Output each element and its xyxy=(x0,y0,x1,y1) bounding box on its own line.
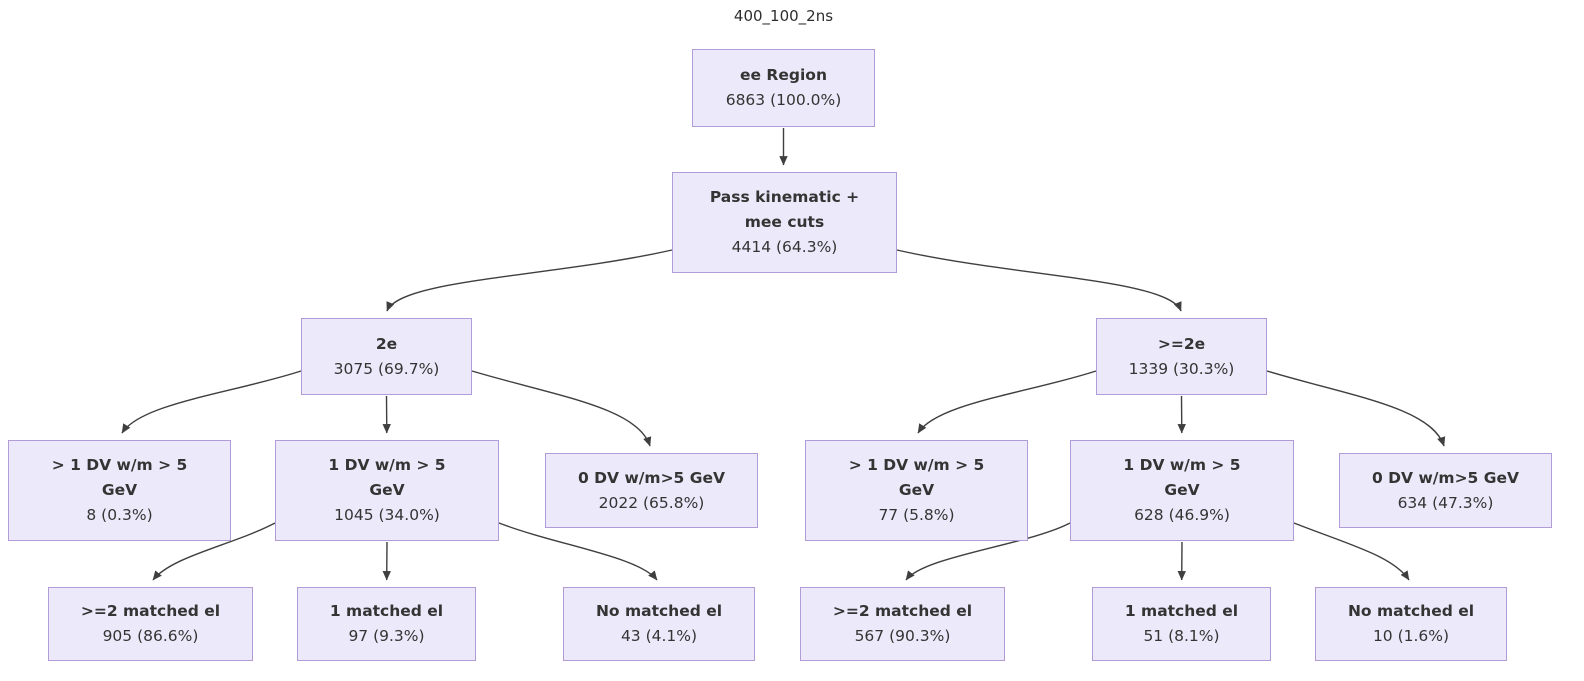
edge-l1dv-ge2el xyxy=(152,522,276,581)
edge-2e-0dv xyxy=(471,370,652,447)
edge-2e-gt1dv xyxy=(121,370,302,434)
node-label: >=2e xyxy=(1157,334,1206,353)
node-count: 77 (5.8%) xyxy=(878,506,955,524)
node-label: 1 matched el xyxy=(329,602,444,620)
node-label: No matched el xyxy=(1347,602,1475,620)
node-count: 43 (4.1%) xyxy=(620,627,698,645)
node-left-no-matched: No matched el 43 (4.1%) xyxy=(563,587,755,661)
node-label: 0 DV w/m>5 GeV xyxy=(1372,468,1519,487)
node-left-0dv: 0 DV w/m>5 GeV 2022 (65.8%) xyxy=(545,453,758,528)
node-left-1-matched: 1 matched el 97 (9.3%) xyxy=(297,587,476,661)
node-label: 2e xyxy=(375,334,398,353)
node-count: 3075 (69.7%) xyxy=(333,359,440,378)
edge-ge2e-0dv xyxy=(1266,370,1446,447)
node-right-0dv: 0 DV w/m>5 GeV 634 (47.3%) xyxy=(1339,453,1552,528)
node-label: No matched el xyxy=(595,602,723,620)
node-label: 1 matched el xyxy=(1124,602,1239,620)
node-label: 0 DV w/m>5 GeV xyxy=(578,468,725,487)
node-label: >=2 matched el xyxy=(832,602,973,620)
node-count: 51 (8.1%) xyxy=(1143,627,1220,645)
node-count: 97 (9.3%) xyxy=(348,627,425,645)
node-count: 567 (90.3%) xyxy=(854,627,951,645)
node-2e: 2e 3075 (69.7%) xyxy=(301,318,472,395)
node-label: >=2 matched el xyxy=(80,602,221,620)
node-count: 4414 (64.3%) xyxy=(731,238,838,256)
node-count: 2022 (65.8%) xyxy=(598,493,705,512)
edge-pass-ge2e xyxy=(896,249,1182,312)
node-count: 634 (47.3%) xyxy=(1397,493,1494,512)
node-right-ge2-matched: >=2 matched el 567 (90.3%) xyxy=(800,587,1005,661)
node-label: Pass kinematic +mee cuts xyxy=(709,188,860,231)
edge-pass-2e xyxy=(386,249,673,312)
node-count: 8 (0.3%) xyxy=(86,506,153,524)
node-label: ee Region xyxy=(740,66,827,84)
node-count: 10 (1.6%) xyxy=(1372,627,1450,645)
diagram-title: 400_100_2ns xyxy=(733,7,834,25)
node-left-ge2-matched: >=2 matched el 905 (86.6%) xyxy=(48,587,253,661)
node-ee-region: ee Region 6863 (100.0%) xyxy=(692,49,875,127)
edge-r1dv-ge2el xyxy=(905,522,1071,581)
node-right-no-matched: No matched el 10 (1.6%) xyxy=(1315,587,1507,661)
node-count: 1339 (30.3%) xyxy=(1128,359,1235,378)
node-count: 628 (46.9%) xyxy=(1134,506,1230,524)
edge-ge2e-gt1dv xyxy=(917,370,1097,434)
edge-l1dv-0el xyxy=(498,522,658,581)
node-count: 6863 (100.0%) xyxy=(725,91,842,109)
node-ge2e: >=2e 1339 (30.3%) xyxy=(1096,318,1267,395)
node-right-1-matched: 1 matched el 51 (8.1%) xyxy=(1092,587,1271,661)
node-count: 1045 (34.0%) xyxy=(334,506,440,524)
node-count: 905 (86.6%) xyxy=(102,627,199,645)
edge-r1dv-0el xyxy=(1293,522,1410,581)
node-pass-kinematic: Pass kinematic +mee cuts 4414 (64.3%) xyxy=(672,172,897,273)
